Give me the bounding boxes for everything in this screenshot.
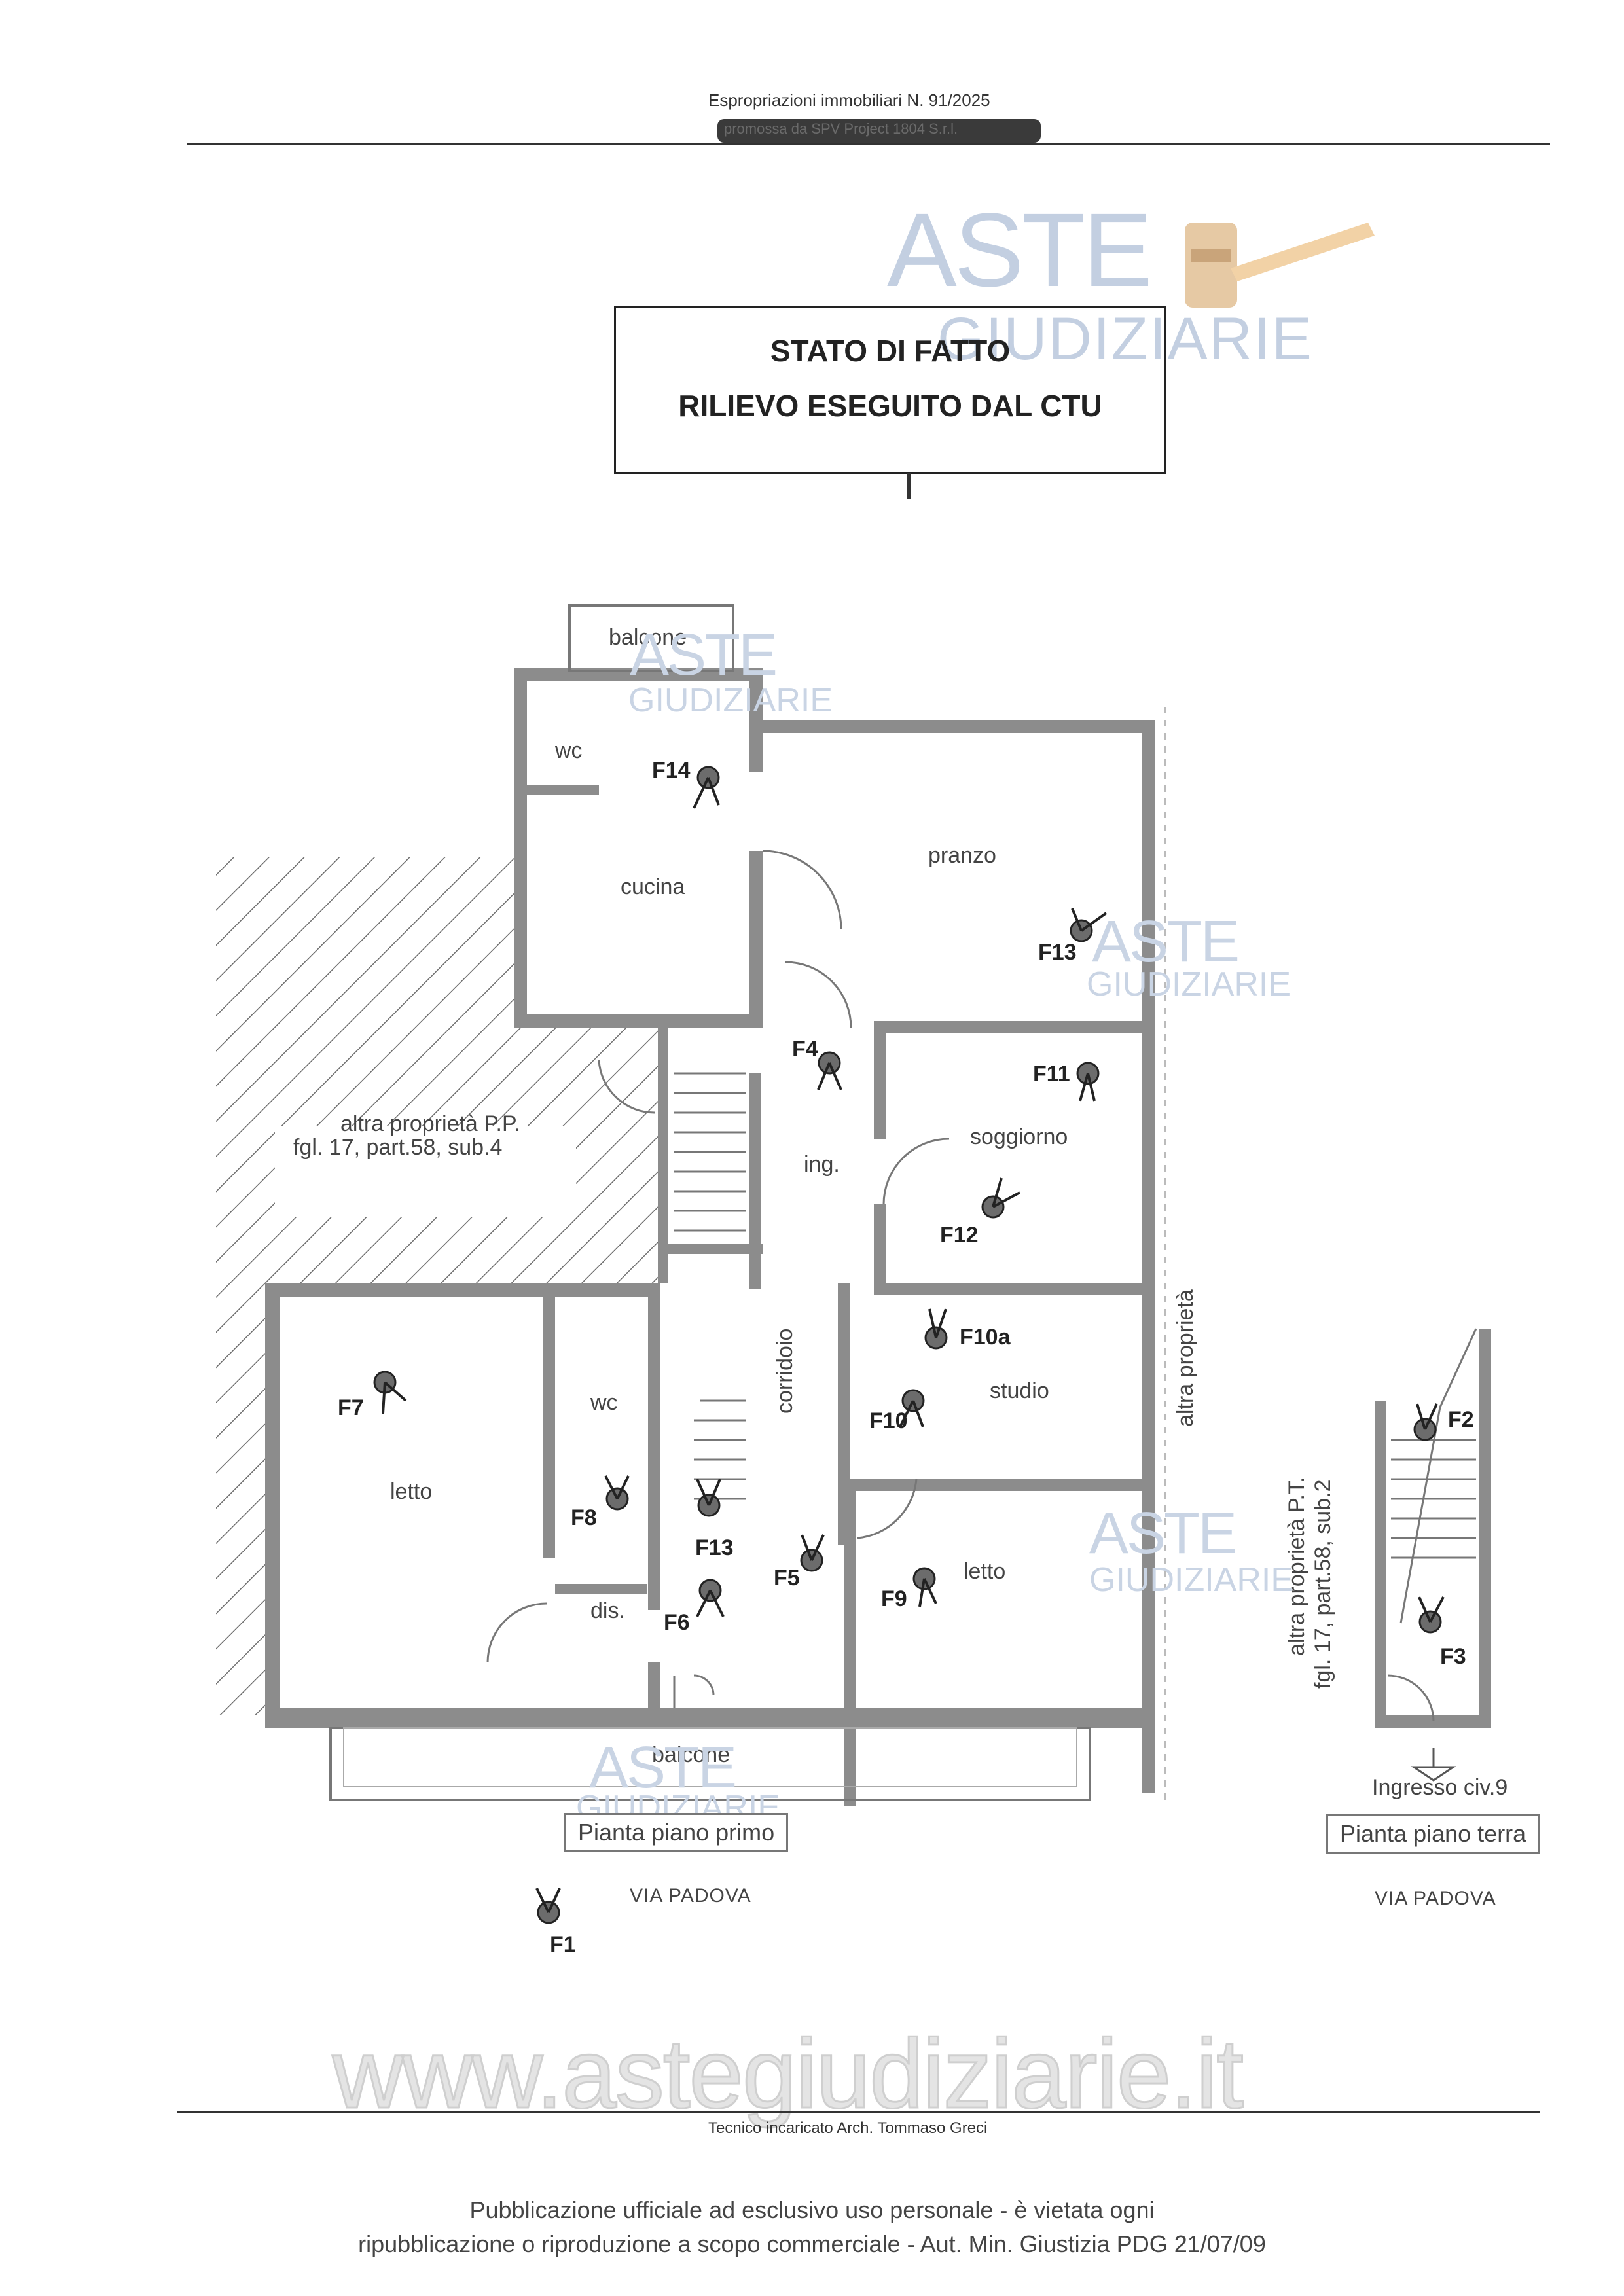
footer-publication-line-1: Pubblicazione ufficiale ad esclusivo uso… — [469, 2197, 1155, 2223]
footer-publication-line-2: ripubblicazione o riproduzione a scopo c… — [358, 2231, 1266, 2257]
title-box: STATO DI FATTO RILIEVO ESEGUITO DAL CTU — [614, 306, 1166, 474]
room-studio: studio — [990, 1378, 1049, 1403]
watermark-logo-balcone-sub: GIUDIZIARIE — [628, 681, 833, 719]
room-wc-mid: wc — [590, 1390, 618, 1415]
watermark-logo-pranzo-sub: GIUDIZIARIE — [1087, 965, 1291, 1003]
entrance-label: Ingresso civ.9 — [1372, 1775, 1508, 1800]
other-property-side: altra proprietà — [1173, 1289, 1198, 1427]
other-property-hatch — [216, 857, 658, 1715]
photo-tag-f7: F7 — [338, 1395, 364, 1420]
room-pranzo: pranzo — [928, 843, 996, 868]
watermark-logo-pranzo: ASTE — [1092, 909, 1240, 975]
street-first-floor: VIA PADOVA — [630, 1885, 751, 1907]
watermark-logo-top: ASTE — [887, 191, 1153, 308]
photo-tag-f2: F2 — [1448, 1407, 1474, 1432]
photo-tag-f1: F1 — [550, 1932, 576, 1957]
photo-tag-f11: F11 — [1033, 1062, 1070, 1086]
room-balcone-top: balcone — [609, 625, 687, 650]
gavel-icon — [1185, 223, 1375, 308]
photo-tag-f3: F3 — [1440, 1644, 1466, 1669]
north-arrow — [907, 473, 911, 499]
room-ingresso: ing. — [804, 1152, 840, 1177]
photo-tag-f10a: F10a — [960, 1325, 1011, 1350]
title-line-2: RILIEVO ESEGUITO DAL CTU — [678, 389, 1102, 423]
photo-tag-f8: F8 — [571, 1505, 597, 1530]
room-corridoio: corridoio — [772, 1328, 797, 1414]
procedure-header: Espropriazioni immobiliari N. 91/2025 — [708, 90, 990, 110]
room-wc-top: wc — [555, 738, 583, 763]
photo-tag-f9: F9 — [881, 1587, 907, 1611]
watermark-website: www.astegiudiziarie.it — [332, 2018, 1245, 2130]
room-dis: dis. — [590, 1598, 625, 1623]
room-cucina: cucina — [621, 874, 685, 899]
other-property-pp-line1: altra proprietà P.P. — [340, 1111, 520, 1136]
room-soggiorno: soggiorno — [970, 1124, 1068, 1149]
photo-tag-f4: F4 — [792, 1037, 818, 1062]
watermark-logo-bottom: ASTE — [589, 1735, 737, 1801]
promoter-text: promossa da SPV Project 1804 S.r.l. — [724, 120, 958, 137]
photo-tag-f12: F12 — [940, 1223, 979, 1247]
title-line-1: STATO DI FATTO — [770, 334, 1011, 368]
photo-tag-f6: F6 — [664, 1610, 690, 1635]
footer-rule — [177, 2111, 1540, 2113]
other-property-pp-line2: fgl. 17, part.58, sub.4 — [293, 1135, 503, 1160]
room-balcone-bottom: balcone — [652, 1742, 731, 1767]
photo-tag-f14: F14 — [652, 758, 691, 783]
footer-technician: Tecnico incaricato Arch. Tommaso Greci — [708, 2119, 988, 2137]
watermark-logo-letto: ASTE — [1089, 1501, 1237, 1566]
watermark-logo-balcone: ASTE — [630, 622, 778, 688]
photo-tag-f13-top: F13 — [1038, 940, 1077, 965]
street-ground-floor: VIA PADOVA — [1375, 1888, 1496, 1909]
photo-tag-f13-mid: F13 — [695, 1535, 734, 1560]
header-rule — [187, 143, 1550, 145]
promoter-redaction — [717, 119, 1041, 143]
watermark-logo-letto-sub: GIUDIZIARIE — [1089, 1561, 1294, 1599]
watermark-logo-top-sub: GIUDIZIARIE — [937, 306, 1314, 372]
label-ground-floor: Pianta piano terra — [1326, 1814, 1540, 1854]
label-first-floor: Pianta piano primo — [564, 1813, 789, 1852]
photo-tag-f10: F10 — [869, 1408, 908, 1433]
other-property-pt-line2: fgl. 17, part.58, sub.2 — [1310, 1479, 1335, 1689]
room-letto-right: letto — [964, 1559, 1006, 1584]
room-letto-left: letto — [390, 1479, 433, 1504]
photo-tag-f5: F5 — [774, 1566, 800, 1590]
